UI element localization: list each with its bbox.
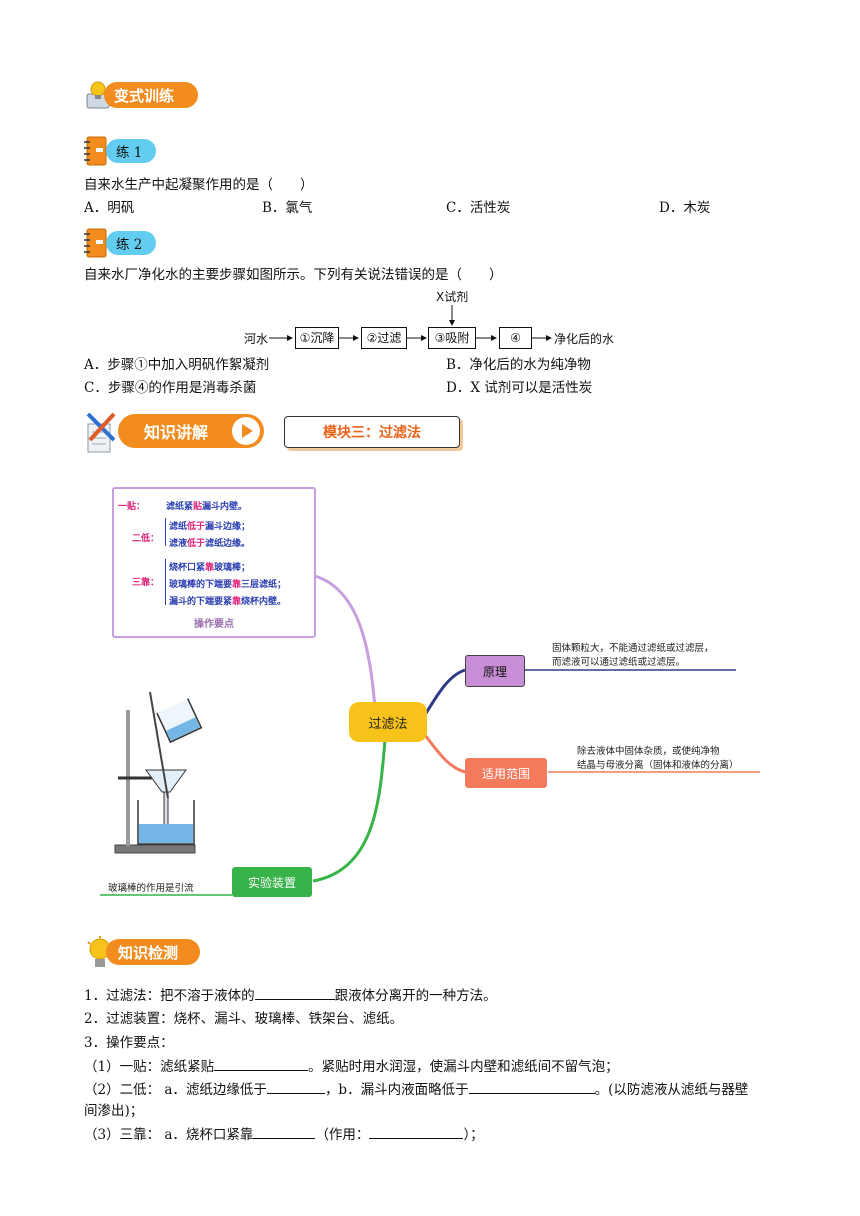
principle-line-1: 固体颗粒大，不能通过滤纸或过滤层， <box>552 643 714 654</box>
module-title: 模块三：过滤法 <box>323 425 421 441</box>
filtration-apparatus-illustration <box>114 691 203 854</box>
answer-blank[interactable] <box>253 1124 316 1139</box>
answer-blank[interactable] <box>266 1079 325 1094</box>
principle-line-2: 而滤液可以通过滤纸或过滤层。 <box>552 657 686 668</box>
brace <box>165 559 168 605</box>
exercise-1-label: 练 1 <box>106 139 156 163</box>
module-title-box: 模块三：过滤法 <box>284 416 460 448</box>
op-lean-2: 玻璃棒的下端要靠三层滤纸； <box>169 580 287 590</box>
check-q3-3: （3）三靠： a．烧杯口紧靠 （作用： ）； <box>84 1124 484 1145</box>
exercise-2-question: 自来水厂净化水的主要步骤如图所示。下列有关说法错误的是（ ） <box>84 267 503 283</box>
mindmap-center: 过滤法 <box>349 702 427 742</box>
section-header-text: 知识检测 <box>118 943 179 962</box>
water-purification-flow: 河水 ①沉降 ②过滤 ③吸附 ④ X试剂 净化后的水 <box>240 288 640 350</box>
flow-input: 河水 <box>244 331 269 346</box>
exercise-1-question: 自来水生产中起凝聚作用的是（ ） <box>84 177 314 193</box>
principle-text: 固体颗粒大，不能通过滤纸或过滤层， 而滤液可以通过滤纸或过滤层。 <box>552 642 714 670</box>
answer-blank[interactable] <box>468 1079 595 1094</box>
flow-step-1: ①沉降 <box>295 327 339 349</box>
play-icon <box>232 417 260 445</box>
check-q2: 2．过滤装置：烧杯、漏斗、玻璃棒、铁架台、滤纸。 <box>84 1011 404 1027</box>
answer-blank[interactable] <box>369 1124 464 1139</box>
mindmap-branches <box>100 574 760 896</box>
notebook-icon <box>84 136 108 166</box>
exercise-1-option-b: B．氯气 <box>262 200 313 216</box>
op-lean-3: 漏斗的下端要紧靠烧杯内壁。 <box>169 597 287 607</box>
exercise-2-label: 练 2 <box>106 231 156 255</box>
scope-line-1: 除去液体中固体杂质，或使纯净物 <box>577 746 720 757</box>
check-q1-pre: 1．过滤法：把不溶于液体的 <box>84 988 255 1004</box>
check-q3-2-pre: （2）二低： a．滤纸边缘低于 <box>84 1082 267 1098</box>
exercise-1-label-text: 练 1 <box>116 145 143 161</box>
check-q3-1: （1）一贴：滤纸紧贴 。紧贴时用水润湿，使漏斗内壁和滤纸间不留气泡； <box>84 1056 619 1077</box>
flow-output: 净化后的水 <box>554 331 615 346</box>
check-q3-1-post: 。紧贴时用水润湿，使漏斗内壁和滤纸间不留气泡； <box>308 1059 619 1075</box>
exercise-2-label-text: 练 2 <box>116 237 143 253</box>
operation-points-box: 一贴： 滤纸紧贴漏斗内壁。 二低： 滤纸低于漏斗边缘； 滤液低于滤纸边缘。 三靠… <box>112 487 316 638</box>
op-two-low-label: 二低： <box>132 534 160 544</box>
apparatus-text: 玻璃棒的作用是引流 <box>108 883 194 894</box>
flow-step-4: ④ <box>499 327 532 349</box>
check-q3-3-mid: （作用： <box>315 1127 370 1143</box>
check-q3-2-mid: ，b．漏斗内液面略低于 <box>324 1082 469 1098</box>
answer-blank[interactable] <box>254 985 335 1000</box>
check-q1-post: 跟液体分离开的一种方法。 <box>334 988 497 1004</box>
exercise-1-option-d: D．木炭 <box>659 200 711 216</box>
section-header-knowledge-explain: 知识讲解 <box>118 414 264 448</box>
op-title: 操作要点 <box>194 619 234 630</box>
check-q1: 1．过滤法：把不溶于液体的 跟液体分离开的一种方法。 <box>84 985 497 1006</box>
section-header-knowledge-check: 知识检测 <box>106 939 200 965</box>
flow-step-2: ②过滤 <box>361 327 407 349</box>
op-three-lean-label: 三靠： <box>132 578 160 588</box>
principle-node: 原理 <box>465 655 525 687</box>
brace <box>165 518 168 546</box>
scope-line-2: 结晶与母液分离（固体和液体的分离） <box>577 760 739 771</box>
check-q3-2: （2）二低： a．滤纸边缘低于 ，b．漏斗内液面略低于 。(以防滤液从滤纸与器壁 <box>84 1079 748 1100</box>
op-one-tie: 滤纸紧贴漏斗内壁。 <box>166 502 248 512</box>
exercise-1-option-a: A．明矾 <box>84 200 135 216</box>
answer-blank[interactable] <box>214 1056 309 1071</box>
op-low-1: 滤纸低于漏斗边缘； <box>169 522 251 532</box>
notebook-icon <box>84 228 108 258</box>
op-one-tie-label: 一贴： <box>118 502 146 512</box>
section-header-variant-training: 变式训练 <box>104 82 198 108</box>
exercise-2-option-c: C．步骤④的作用是消毒杀菌 <box>84 380 257 396</box>
exercise-1-option-c: C．活性炭 <box>446 200 511 216</box>
tools-icon <box>84 410 120 454</box>
section-header-text: 变式训练 <box>114 86 175 105</box>
flow-arrows <box>269 305 552 341</box>
scope-text: 除去液体中固体杂质，或使纯净物 结晶与母液分离（固体和液体的分离） <box>577 745 739 773</box>
flow-step-3: ③吸附 <box>428 327 476 349</box>
op-low-2: 滤液低于滤纸边缘。 <box>169 539 251 549</box>
apparatus-node: 实验装置 <box>232 867 312 897</box>
section-header-text: 知识讲解 <box>144 423 209 442</box>
check-q3-3-pre: （3）三靠： a．烧杯口紧靠 <box>84 1127 254 1143</box>
check-q3-3-post: ）； <box>463 1127 484 1143</box>
check-q3-2-cont: 间渗出)； <box>84 1103 144 1119</box>
check-q3-1-pre: （1）一贴：滤纸紧贴 <box>84 1059 215 1075</box>
check-q3: 3．操作要点： <box>84 1035 174 1051</box>
scope-node: 适用范围 <box>465 758 547 788</box>
check-q3-2-post: 。(以防滤液从滤纸与器壁 <box>594 1082 749 1098</box>
exercise-2-option-a: A．步骤①中加入明矾作絮凝剂 <box>84 357 270 373</box>
flow-reagent: X试剂 <box>436 289 469 304</box>
exercise-2-option-b: B．净化后的水为纯净物 <box>446 357 591 373</box>
op-lean-1: 烧杯口紧靠玻璃棒； <box>169 563 251 573</box>
exercise-2-option-d: D．X 试剂可以是活性炭 <box>446 380 593 396</box>
